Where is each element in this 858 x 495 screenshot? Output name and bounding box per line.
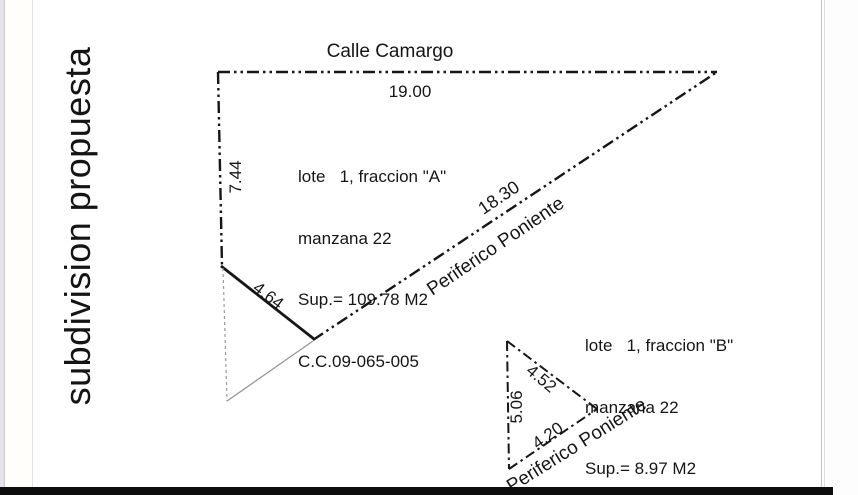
boundary-lot-b-left [506,340,510,470]
lot-a-block: manzana 22 [298,228,392,248]
original-lot-left-thin [222,267,228,402]
dim-lot-a-left: 7.44 [226,160,245,194]
lot-a-cadastral: C.C.09-065-005 [298,351,419,371]
page-border-left [32,0,33,495]
scan-left-margin [5,0,31,495]
scan-right-margin [825,0,858,495]
original-lot-diagonal-thin [226,340,314,402]
dim-lot-a-top: 19.00 [388,82,432,101]
dim-lot-b-left: 5.06 [507,390,526,424]
lot-b-name: lote 1, fraccion "B" [585,336,734,355]
lot-a-name: lote 1, fraccion "A" [298,167,447,186]
boundary-lot-a-left [216,71,224,267]
lot-a-area: Sup.= 109.78 M2 [298,290,428,309]
boundary-periferico-a [312,71,718,341]
lot-b-block: manzana 22 [585,397,679,417]
street-label-calle-camargo: Calle Camargo [326,41,454,62]
bottom-black-bar [0,487,833,495]
page-border-right [821,0,822,495]
page-border-right-2 [824,0,825,495]
boundary-lot-b-upper [506,340,598,410]
lot-b-area: Sup.= 8.97 M2 [585,459,697,478]
lot-a-label-block: lote 1, fraccion "A" manzana 22 Sup.= 10… [298,126,446,413]
boundary-lot-b-lower [508,408,598,470]
drawing-title: subdivision propuesta [57,46,98,406]
subdivision-cut-line [220,264,315,341]
lot-b-label-block: lote 1, fraccion "B" manzana 22 Sup.= 8.… [585,295,733,495]
scan-left-edge [0,0,5,495]
